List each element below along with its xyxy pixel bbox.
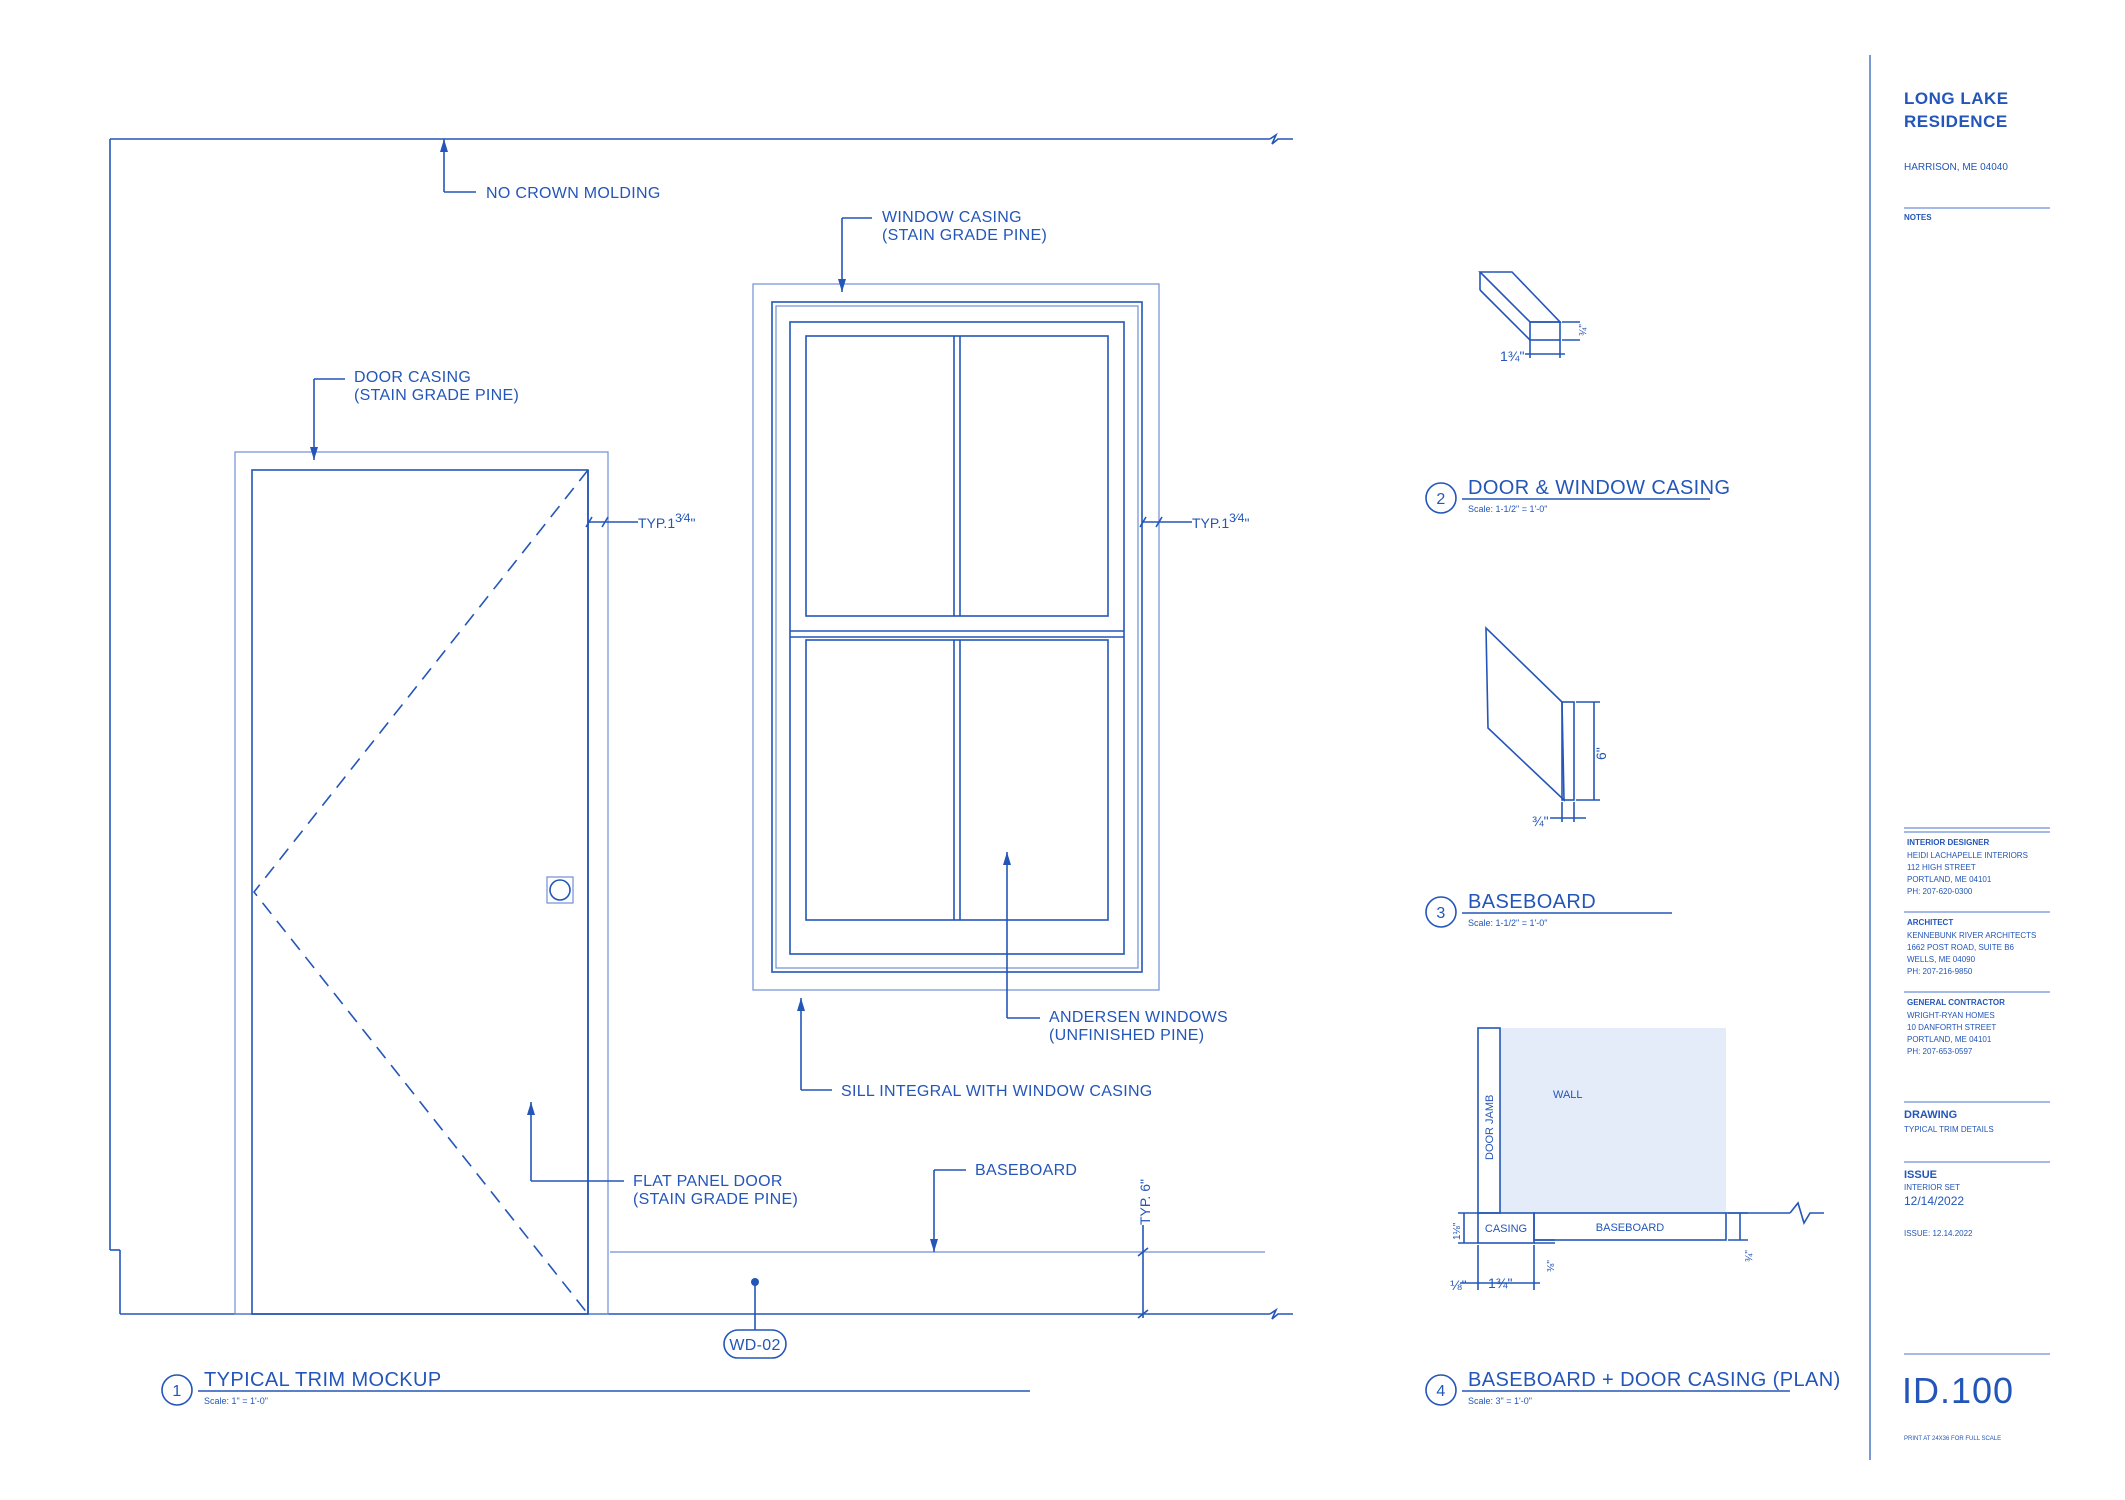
detail-3-scale: Scale: 1-1/2" = 1'-0" (1468, 918, 1547, 928)
label-flat-panel-material: (STAIN GRADE PINE) (633, 1191, 798, 1208)
issue-heading: ISSUE (1904, 1169, 1937, 1181)
project-location: HARRISON, ME 04040 (1904, 162, 2008, 173)
drawing-value: TYPICAL TRIM DETAILS (1904, 1125, 1994, 1134)
door-knob-icon (549, 879, 571, 901)
door-leaf (251, 469, 589, 1315)
dim-plan-casing-width: 1¾" (1488, 1275, 1512, 1291)
contractor-line-1: WRIGHT-RYAN HOMES (1907, 1011, 1995, 1020)
dim-base-thickness: ¾" (1532, 813, 1549, 829)
project-name-line2: RESIDENCE (1904, 112, 2008, 131)
detail-1-scale: Scale: 1" = 1'-0" (204, 1396, 268, 1406)
elevation-drawing: NO CROWN MOLDING DOOR CASING (STAIN GRAD… (109, 132, 1293, 1406)
detail-4-plan: DOOR JAMB WALL CASING BASEBOARD 1⅛" ⅛" 1… (1425, 1027, 1841, 1406)
plan-label-door-jamb: DOOR JAMB (1484, 1095, 1496, 1160)
detail-1-number: 1 (172, 1383, 181, 1400)
detail-3-title: BASEBOARD (1468, 891, 1596, 913)
detail-4-title: BASEBOARD + DOOR CASING (PLAN) (1468, 1369, 1841, 1391)
dim-casing-thickness: ¾" (1578, 324, 1589, 336)
sheet-number: ID.100 (1902, 1370, 2014, 1411)
print-note: PRINT AT 24X36 FOR FULL SCALE (1904, 1436, 2001, 1442)
label-window-casing: WINDOW CASING (882, 209, 1022, 226)
notes-label: NOTES (1904, 213, 1932, 222)
architect-line-3: WELLS, ME 04090 (1907, 955, 1976, 964)
window-sash (789, 321, 1125, 955)
detail-1-bubble (161, 1374, 193, 1406)
tag-wd-02-text: WD-02 (729, 1337, 780, 1354)
contractor-line-4: PH: 207-653-0597 (1907, 1047, 1973, 1056)
designer-line-4: PH: 207-620-0300 (1907, 887, 1973, 896)
label-andersen-material: (UNFINISHED PINE) (1049, 1027, 1204, 1044)
detail-2-title: DOOR & WINDOW CASING (1468, 477, 1730, 499)
plan-label-casing: CASING (1485, 1223, 1527, 1235)
title-block: LONG LAKE RESIDENCE HARRISON, ME 04040 N… (1869, 55, 2050, 1460)
dim-casing-width: 1¾" (1500, 348, 1524, 364)
detail-4-number: 4 (1436, 1383, 1445, 1400)
detail-2-number: 2 (1436, 491, 1445, 508)
designer-line-3: PORTLAND, ME 04101 (1907, 875, 1992, 884)
label-door-casing-material: (STAIN GRADE PINE) (354, 387, 519, 404)
door-swing-lines (252, 469, 589, 1315)
label-flat-panel-door: FLAT PANEL DOOR (633, 1173, 783, 1190)
detail-2-bubble (1425, 482, 1457, 514)
designer-heading: INTERIOR DESIGNER (1907, 838, 1989, 847)
plan-label-wall: WALL (1553, 1089, 1583, 1101)
issue-date: 12/14/2022 (1904, 1194, 1964, 1208)
dim-plan-reveal: ⅜" (1546, 1260, 1557, 1272)
label-typ-6: TYP. 6" (1137, 1179, 1153, 1225)
dim-plan-base-thickness: ¾" (1744, 1250, 1755, 1262)
plan-label-baseboard: BASEBOARD (1596, 1222, 1665, 1234)
detail-3-number: 3 (1436, 905, 1445, 922)
contractor-line-2: 10 DANFORTH STREET (1907, 1023, 1996, 1032)
detail-2-scale: Scale: 1-1/2" = 1'-0" (1468, 504, 1547, 514)
detail-3-baseboard: 6" ¾" 3 BASEBOARD Scale: 1-1/2" = 1'-0" (1425, 626, 1672, 928)
detail-3-bubble (1425, 896, 1457, 928)
plan-wall-fill (1500, 1028, 1726, 1213)
contractor-line-3: PORTLAND, ME 04101 (1907, 1035, 1992, 1044)
window-casing (752, 283, 1160, 991)
contractor-heading: GENERAL CONTRACTOR (1907, 998, 2005, 1007)
label-door-casing: DOOR CASING (354, 369, 471, 386)
architect-line-4: PH: 207-216-9850 (1907, 967, 1973, 976)
label-baseboard: BASEBOARD (975, 1162, 1077, 1179)
label-typ-door: TYP.13⁄4" (638, 511, 695, 531)
label-no-crown-molding: NO CROWN MOLDING (486, 185, 661, 202)
architect-line-1: KENNEBUNK RIVER ARCHITECTS (1907, 931, 2036, 940)
label-window-casing-material: (STAIN GRADE PINE) (882, 227, 1047, 244)
designer-line-1: HEIDI LACHAPELLE INTERIORS (1907, 851, 2028, 860)
drawing-heading: DRAWING (1904, 1109, 1957, 1121)
label-typ-window: TYP.13⁄4" (1192, 511, 1249, 531)
designer-line-2: 112 HIGH STREET (1907, 863, 1976, 872)
architect-heading: ARCHITECT (1907, 918, 1953, 927)
issue-note: ISSUE: 12.14.2022 (1904, 1229, 1973, 1238)
plan-baseboard (1533, 1212, 1727, 1241)
dim-plan-casing-projection: 1⅛" (1452, 1222, 1463, 1240)
label-andersen-windows: ANDERSEN WINDOWS (1049, 1009, 1228, 1026)
dim-base-height: 6" (1593, 747, 1609, 760)
detail-4-scale: Scale: 3" = 1'-0" (1468, 1396, 1532, 1406)
issue-value: INTERIOR SET (1904, 1183, 1960, 1192)
detail-2-casing: 1¾" ¾" 2 DOOR & WINDOW CASING Scale: 1-1… (1425, 271, 1730, 514)
dim-plan-left: ⅛" (1450, 1277, 1467, 1293)
detail-1-title: TYPICAL TRIM MOCKUP (204, 1369, 442, 1391)
project-name-line1: LONG LAKE (1904, 89, 2009, 108)
architect-line-2: 1662 POST ROAD, SUITE B6 (1907, 943, 2015, 952)
tag-wd-02 (723, 1329, 787, 1359)
label-sill: SILL INTEGRAL WITH WINDOW CASING (841, 1083, 1153, 1100)
detail-4-bubble (1425, 1374, 1457, 1406)
